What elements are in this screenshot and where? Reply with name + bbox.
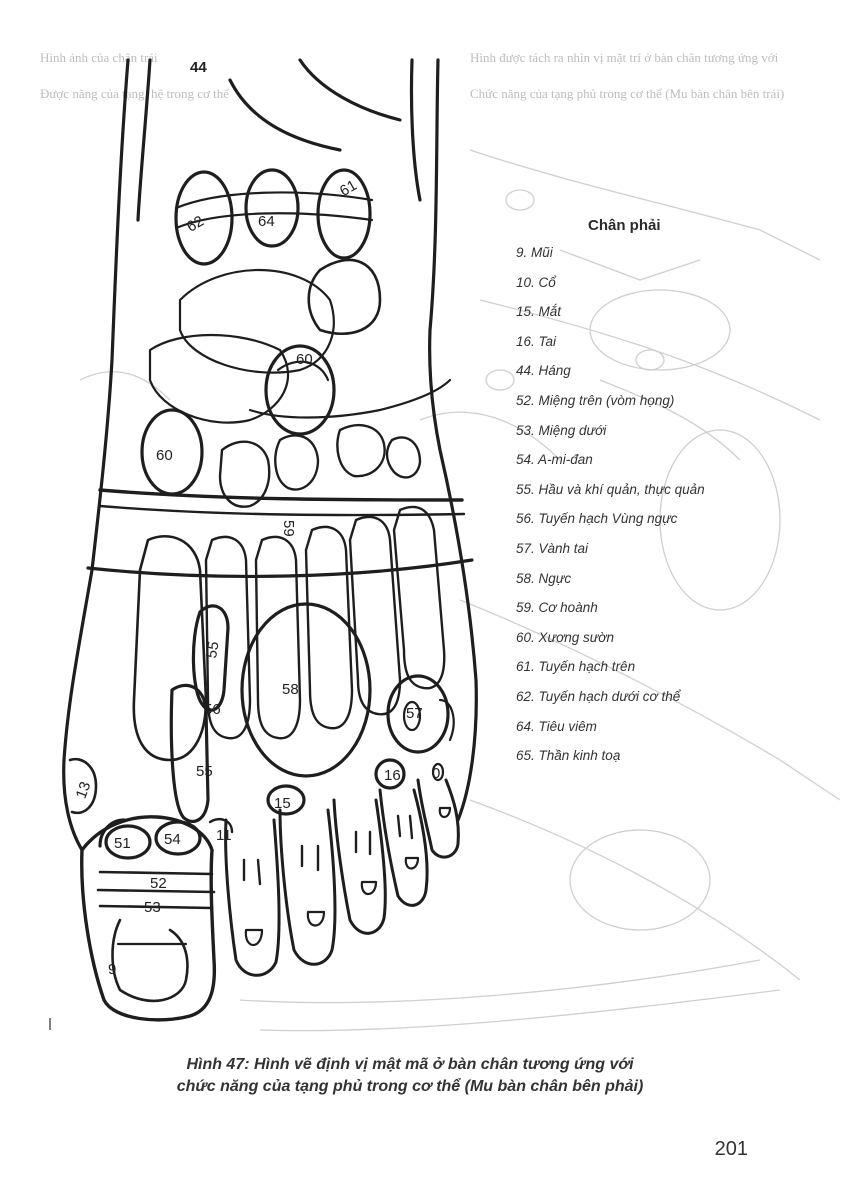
background-bleed: [79, 149, 841, 1032]
legend-item: 57. Vành tai: [516, 540, 589, 556]
legend-item: 10. Cổ: [516, 274, 556, 290]
legend-item: 65. Thần kinh toạ: [516, 748, 621, 764]
zone-label-61: 61: [337, 177, 360, 200]
legend-item: 52. Miệng trên (vòm họng): [516, 392, 675, 408]
zone-label-57: 57: [406, 705, 423, 722]
zone-label-9: 9: [108, 961, 116, 978]
legend-item: 64. Tiêu viêm: [516, 718, 597, 734]
zone-label-55-lower: 55: [196, 763, 213, 780]
zone-label-52: 52: [150, 875, 167, 892]
foot-outline: [62, 58, 478, 1022]
zone-label-44: 44: [190, 59, 207, 76]
caption-line-2: chức năng của tạng phủ trong cơ thể (Mu …: [176, 1078, 644, 1095]
zone-label-59: 59: [280, 520, 297, 537]
zone-label-60-lower: 60: [156, 447, 173, 464]
svg-text:Hình được tách ra nhìn vị mặt: Hình được tách ra nhìn vị mặt trí ở bàn …: [470, 50, 779, 65]
zone-label-0: 0: [432, 765, 440, 782]
svg-text:Được năng của tạng, hệ trong c: Được năng của tạng, hệ trong cơ thể: [40, 86, 229, 101]
svg-text:Chức năng của tạng phủ trong c: Chức năng của tạng phủ trong cơ thể (Mu …: [470, 86, 784, 101]
zone-label-58: 58: [282, 681, 299, 698]
legend: Chân phải 9. Mũi 10. Cổ 15. Mắt 16. Tai …: [516, 214, 856, 771]
zone-label-60-upper: 60: [296, 351, 313, 368]
legend-list: 9. Mũi 10. Cổ 15. Mắt 16. Tai 44. Háng 5…: [516, 238, 856, 771]
svg-text:Hình ảnh của chân trái: Hình ảnh của chân trái: [40, 50, 158, 65]
legend-item: 54. A-mi-đan: [516, 452, 593, 468]
figure-caption: Hình 47: Hình vẽ định vị mật mã ở bàn ch…: [80, 1054, 740, 1098]
zone-label-16: 16: [384, 767, 401, 784]
legend-title: Chân phải: [588, 217, 661, 234]
legend-item: 9. Mũi: [516, 245, 553, 260]
legend-item: 61. Tuyến hạch trên: [516, 659, 636, 675]
legend-item: 60. Xương sườn: [516, 629, 614, 645]
legend-item: 53. Miệng dưới: [516, 422, 607, 438]
legend-item: 59. Cơ hoành: [516, 600, 598, 616]
zone-label-11: 11: [216, 827, 232, 844]
caption-line-1: Hình 47: Hình vẽ định vị mật mã ở bàn ch…: [186, 1056, 634, 1073]
zone-label-13: 13: [73, 779, 95, 800]
zone-labels: 44 61 62 64 60 60 59 55 58 57 56 55 13 1…: [73, 59, 441, 978]
legend-item: 15. Mắt: [516, 304, 562, 320]
zone-label-51: 51: [114, 835, 131, 852]
zone-label-53: 53: [144, 899, 161, 916]
zone-label-15: 15: [274, 795, 291, 812]
zone-label-54: 54: [164, 831, 181, 848]
legend-item: 55. Hầu và khí quản, thực quản: [516, 481, 705, 497]
zone-label-56: 56: [204, 701, 221, 718]
zone-label-55-upper: 55: [203, 640, 223, 659]
legend-item: 44. Háng: [516, 363, 571, 379]
zone-label-64: 64: [258, 213, 275, 230]
legend-item: 56. Tuyến hạch Vùng ngực: [516, 511, 678, 527]
legend-item: 16. Tai: [516, 333, 557, 349]
legend-item: 58. Ngực: [516, 570, 572, 586]
page-number: 201: [714, 1138, 748, 1160]
legend-item: 62. Tuyến hạch dưới cơ thể: [516, 688, 681, 704]
zone-label-62: 62: [184, 213, 207, 236]
